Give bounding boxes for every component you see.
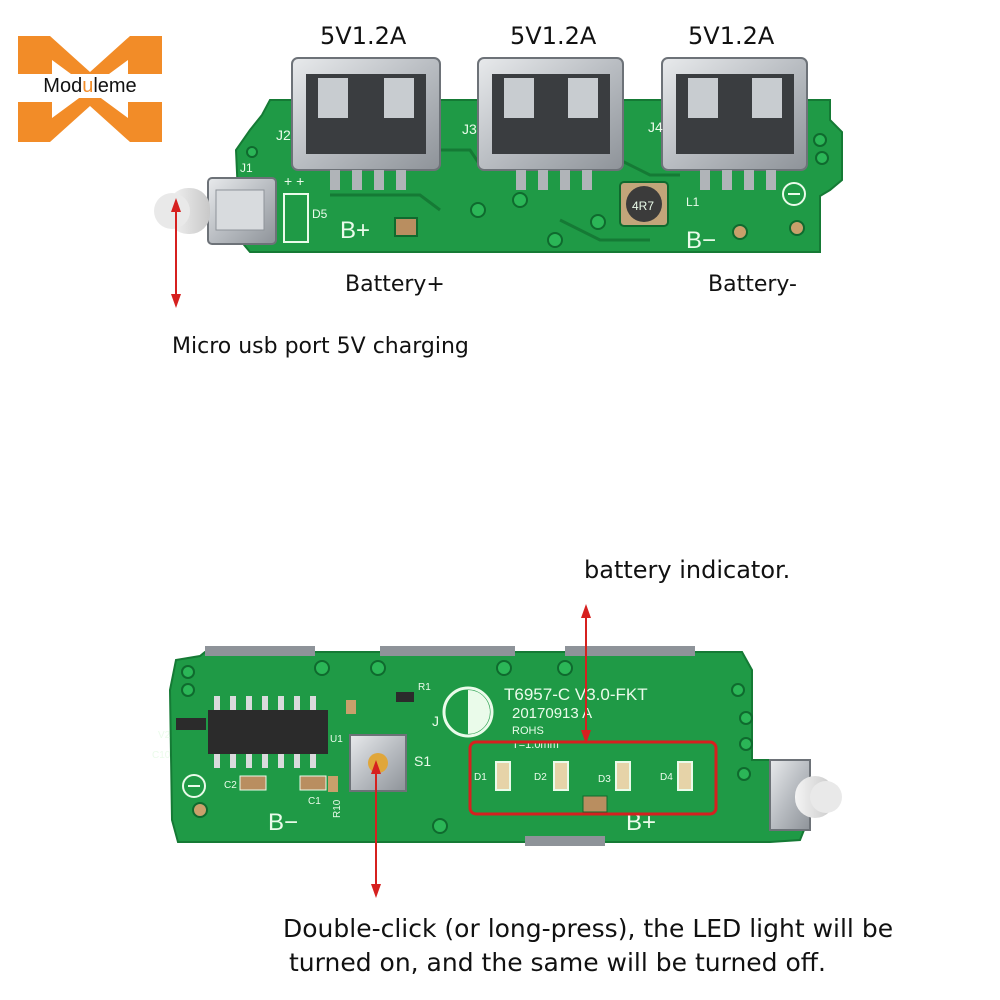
indicator-arrow [581, 604, 591, 744]
bottom-pcb: T6957-C V3.0-FKT 20170913 A ROHS T=1.0mm… [152, 646, 842, 846]
led-bulb [154, 188, 210, 234]
svg-text:V: V [482, 707, 490, 721]
logo-mark [18, 36, 162, 142]
brand-logo: Moduleme [10, 32, 170, 147]
port-label-2: 5V1.2A [510, 22, 597, 50]
svg-text:J4: J4 [648, 119, 663, 135]
svg-text:J: J [432, 713, 439, 729]
svg-text:J2: J2 [276, 127, 291, 143]
usb-port-1 [291, 57, 441, 190]
switch-s1 [349, 734, 407, 792]
instruction-line-2: turned on, and the same will be turned o… [289, 948, 826, 977]
svg-text:B+: B+ [340, 217, 370, 244]
usb-port-3 [661, 57, 808, 190]
svg-text:ROHS: ROHS [512, 725, 544, 737]
instruction-line-1: Double-click (or long-press), the LED li… [283, 914, 894, 943]
inductor: 4R7 [619, 181, 669, 227]
led-d4 [677, 761, 693, 791]
svg-text:C1: C1 [308, 796, 321, 807]
battery-plus-label: Battery+ [345, 272, 445, 297]
led-d2 [553, 761, 569, 791]
svg-text:D2: D2 [534, 772, 547, 783]
battery-minus-label: Battery- [708, 272, 797, 297]
port-label-1: 5V1.2A [320, 22, 407, 50]
svg-text:S1: S1 [414, 753, 431, 769]
battery-plus-pad [394, 217, 418, 237]
micro-usb-port [207, 177, 309, 245]
svg-text:4R7: 4R7 [632, 199, 654, 213]
top-pcb: 4R7 J2 J3 J4 J1 D5 L1 + + B+ B− [154, 57, 843, 254]
svg-text:J1: J1 [240, 161, 253, 175]
svg-text:D5: D5 [312, 207, 328, 221]
svg-text:R1: R1 [418, 682, 431, 693]
ic-chip [208, 696, 328, 768]
indicator-caption: battery indicator. [584, 556, 791, 584]
battery-indicator-highlight [468, 740, 718, 816]
switch-instruction: Double-click (or long-press), the LED li… [283, 912, 893, 980]
svg-text:B−: B− [686, 227, 716, 254]
usb-caption: Micro usb port 5V charging [172, 334, 469, 359]
svg-text:V2: V2 [158, 730, 171, 741]
led-d3 [615, 761, 631, 791]
svg-text:J3: J3 [462, 121, 477, 137]
svg-text:D1: D1 [474, 772, 487, 783]
led-d1 [495, 761, 511, 791]
svg-text:+ +: + + [284, 173, 304, 189]
svg-text:T6957-C V3.0-FKT: T6957-C V3.0-FKT [504, 685, 648, 704]
svg-text:C2: C2 [224, 780, 237, 791]
svg-text:U1: U1 [330, 734, 343, 745]
switch-arrow [371, 760, 381, 898]
svg-text:D4: D4 [660, 772, 673, 783]
svg-text:C10: C10 [152, 750, 171, 761]
logo-text: Moduleme [10, 74, 170, 98]
port-label-3: 5V1.2A [688, 22, 775, 50]
usb-arrow [171, 198, 181, 308]
usb-port-2 [477, 57, 624, 190]
svg-text:R10: R10 [332, 799, 343, 818]
svg-text:D3: D3 [598, 774, 611, 785]
svg-text:L1: L1 [686, 195, 700, 209]
svg-text:B−: B− [268, 809, 298, 836]
svg-text:20170913 A: 20170913 A [512, 705, 592, 722]
